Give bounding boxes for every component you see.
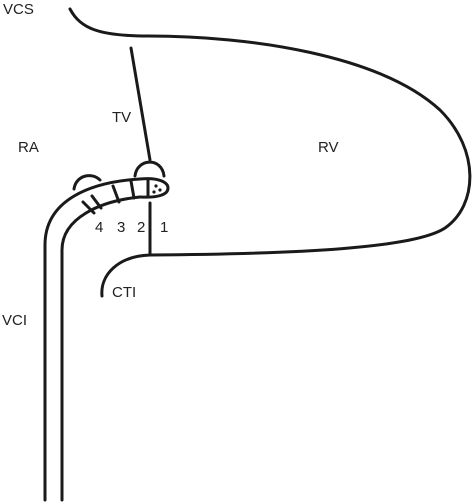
label-vcs: VCS — [3, 1, 34, 18]
tip-dot — [158, 188, 162, 192]
arc-mark-left — [72, 174, 102, 191]
label-electrode-4: 4 — [95, 219, 104, 236]
label-rv: RV — [318, 139, 339, 156]
electrode-band-2 — [129, 179, 136, 200]
label-vci: VCI — [2, 312, 28, 329]
label-cti: CTI — [112, 284, 137, 301]
tricuspid-valve-line — [129, 46, 152, 162]
label-electrode-3: 3 — [117, 219, 126, 236]
tip-dot — [154, 184, 158, 188]
electrode-band-4 — [81, 200, 96, 215]
electrode-band-4b — [90, 194, 103, 210]
catheter-inner-edge — [60, 195, 142, 502]
arc-mark-right — [133, 160, 166, 178]
cti-curve — [100, 253, 152, 298]
tip-dot — [152, 190, 156, 194]
label-tv: TV — [112, 109, 132, 126]
label-ra: RA — [18, 139, 39, 156]
label-electrode-2: 2 — [137, 219, 146, 236]
label-electrode-1: 1 — [160, 219, 169, 236]
rv-outline — [68, 7, 472, 257]
electrode-band-3 — [111, 184, 121, 204]
catheter-outer-edge — [43, 177, 142, 502]
catheter-tip — [138, 177, 170, 199]
